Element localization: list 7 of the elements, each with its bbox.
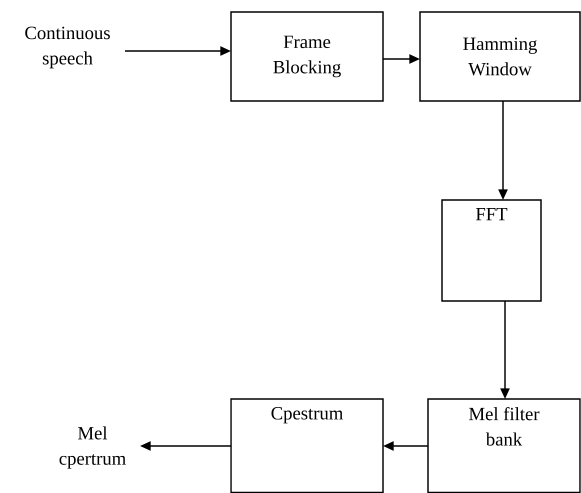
process-box: Hamming Window xyxy=(419,11,581,102)
signal-label: Continuous speech xyxy=(25,26,110,68)
process-box: Frame Blocking xyxy=(230,11,384,102)
process-box: Mel filter bank xyxy=(427,398,581,493)
process-box: FFT xyxy=(441,199,542,302)
process-box: Cpestrum xyxy=(230,398,384,493)
signal-label: Mel cpertrum xyxy=(60,426,126,469)
